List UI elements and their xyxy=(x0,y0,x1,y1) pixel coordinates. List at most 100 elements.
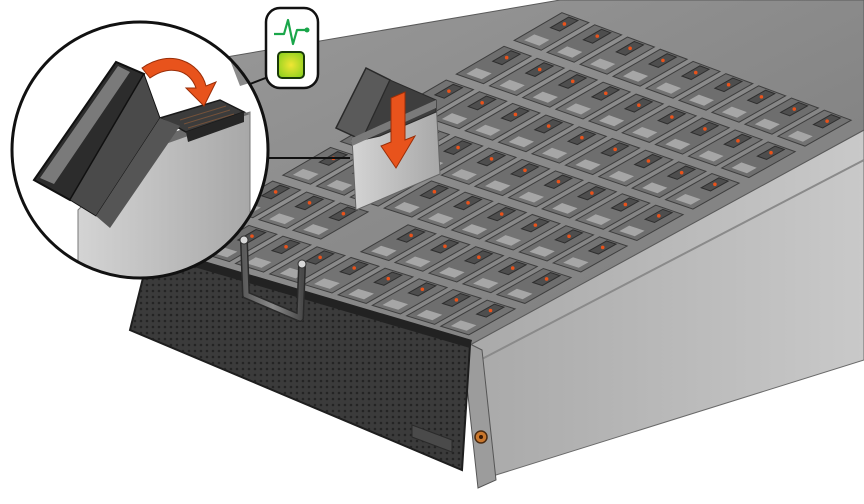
drive-handle-strip xyxy=(382,299,409,310)
drive-handle-strip xyxy=(507,288,533,300)
drive-handle-strip xyxy=(575,159,601,171)
drive-handle-strip xyxy=(565,103,592,115)
drive-handle-strip xyxy=(428,213,454,224)
drive-latch-indicator xyxy=(759,95,764,99)
drive-handle-strip xyxy=(292,168,319,180)
drive-latch-indicator xyxy=(510,266,515,270)
drive-handle-strip xyxy=(585,214,612,226)
drive-latch-indicator xyxy=(546,124,551,128)
drive-latch-indicator xyxy=(341,211,346,216)
drive-latch-indicator xyxy=(567,234,571,239)
side-rail xyxy=(479,159,864,361)
drive-handle-strip xyxy=(495,235,522,246)
drive-handle-strip xyxy=(688,94,714,106)
drive-latch-indicator xyxy=(580,135,584,140)
drive-handle-strip xyxy=(371,245,397,257)
curved-arrow-icon xyxy=(141,58,218,107)
drive-handle-strip xyxy=(451,169,477,181)
drive-latch-indicator xyxy=(454,298,459,302)
drive-latch-indicator xyxy=(386,276,391,281)
drive-latch-indicator xyxy=(600,245,605,250)
drive-handle-strip xyxy=(439,267,465,278)
drive-handle-strip xyxy=(754,118,780,130)
drive-latch-indicator xyxy=(477,255,481,259)
drive-latch-indicator xyxy=(432,189,437,194)
drive-latch-indicator xyxy=(488,308,493,313)
drive-handle-strip xyxy=(326,179,353,191)
drive-handle-strip xyxy=(461,224,488,235)
bezel-top-edge xyxy=(150,245,472,348)
drive-handle-strip xyxy=(245,257,272,268)
drive-latch-indicator xyxy=(456,145,460,150)
drive-latch-indicator xyxy=(646,159,651,163)
drive-latch-indicator xyxy=(480,101,484,105)
drive-handle-strip xyxy=(499,79,525,92)
drive-handle-strip xyxy=(303,224,329,235)
drive-latch-indicator xyxy=(466,201,470,205)
drive-latch-indicator xyxy=(284,244,288,249)
drive-handle-strip xyxy=(466,67,492,80)
drive-handle-strip xyxy=(508,136,534,148)
drive-latch-indicator xyxy=(273,190,278,194)
drive-latch-indicator xyxy=(657,214,661,218)
drive-latch-indicator xyxy=(603,91,608,96)
drive-latch-indicator xyxy=(443,244,447,249)
drive-latch-indicator xyxy=(562,22,567,26)
drive-handle-strip xyxy=(787,130,813,142)
side-flange xyxy=(461,339,497,489)
drive-handle-strip xyxy=(619,225,645,237)
drive-latch-indicator xyxy=(679,170,684,175)
drive-latch-indicator xyxy=(523,168,527,173)
drive-latch-indicator xyxy=(670,115,674,119)
drive-handle-strip xyxy=(665,138,691,150)
drive-latch-indicator xyxy=(703,127,707,131)
drive-handle-strip xyxy=(485,180,511,192)
drive-handle-strip xyxy=(416,309,443,321)
drive-handle-strip xyxy=(623,70,649,82)
drive-latch-indicator xyxy=(352,266,356,270)
heartbeat-icon xyxy=(274,18,306,46)
drive-latch-indicator xyxy=(825,119,829,123)
drive-handle-strip xyxy=(557,46,583,58)
drive-handle-strip xyxy=(608,170,634,182)
drive-latch-indicator xyxy=(489,157,494,161)
drive-handle-strip xyxy=(698,150,724,162)
drive-latch-indicator xyxy=(769,150,773,155)
drive-latch-indicator xyxy=(590,191,594,195)
drive-handle-strip xyxy=(721,106,747,118)
drive-handle-strip xyxy=(590,58,616,70)
drive-handle-strip xyxy=(563,257,589,268)
drive-handle-strip xyxy=(552,203,578,214)
drive-handle-strip xyxy=(394,202,420,213)
drive-latch-indicator xyxy=(623,202,628,207)
drive-latch-indicator xyxy=(504,55,509,60)
drive-latch-indicator xyxy=(556,179,561,184)
drive-latch-indicator xyxy=(570,79,575,84)
drive-handle-strip xyxy=(632,126,658,139)
down-arrow-icon xyxy=(380,91,417,169)
drive-latch-indicator xyxy=(613,147,617,152)
drive-handle-strip xyxy=(529,246,555,257)
drive-handle-strip xyxy=(642,182,668,194)
drive-latch-indicator xyxy=(628,46,632,51)
bezel-label-plate xyxy=(411,424,453,453)
drive-latch-indicator xyxy=(693,70,698,75)
drive-latch-indicator xyxy=(499,212,504,216)
status-led xyxy=(277,51,305,79)
drive-latch-indicator xyxy=(713,182,717,187)
drive-latch-indicator xyxy=(533,223,538,227)
drive-latch-indicator xyxy=(409,233,413,238)
drive-latch-indicator xyxy=(447,89,451,93)
drive-latch-indicator xyxy=(420,287,425,292)
chassis-handle xyxy=(239,235,307,322)
drive-latch-indicator xyxy=(792,107,797,111)
drive-latch-indicator xyxy=(736,139,740,143)
drive-latch-indicator xyxy=(318,255,322,260)
drive-latch-indicator xyxy=(537,67,542,72)
drive-latch-indicator xyxy=(307,201,312,205)
status-indicator-callout xyxy=(249,6,320,90)
drive-handle-strip xyxy=(731,162,757,174)
drive-handle-strip xyxy=(675,193,701,205)
drive-latch-indicator xyxy=(726,82,731,87)
